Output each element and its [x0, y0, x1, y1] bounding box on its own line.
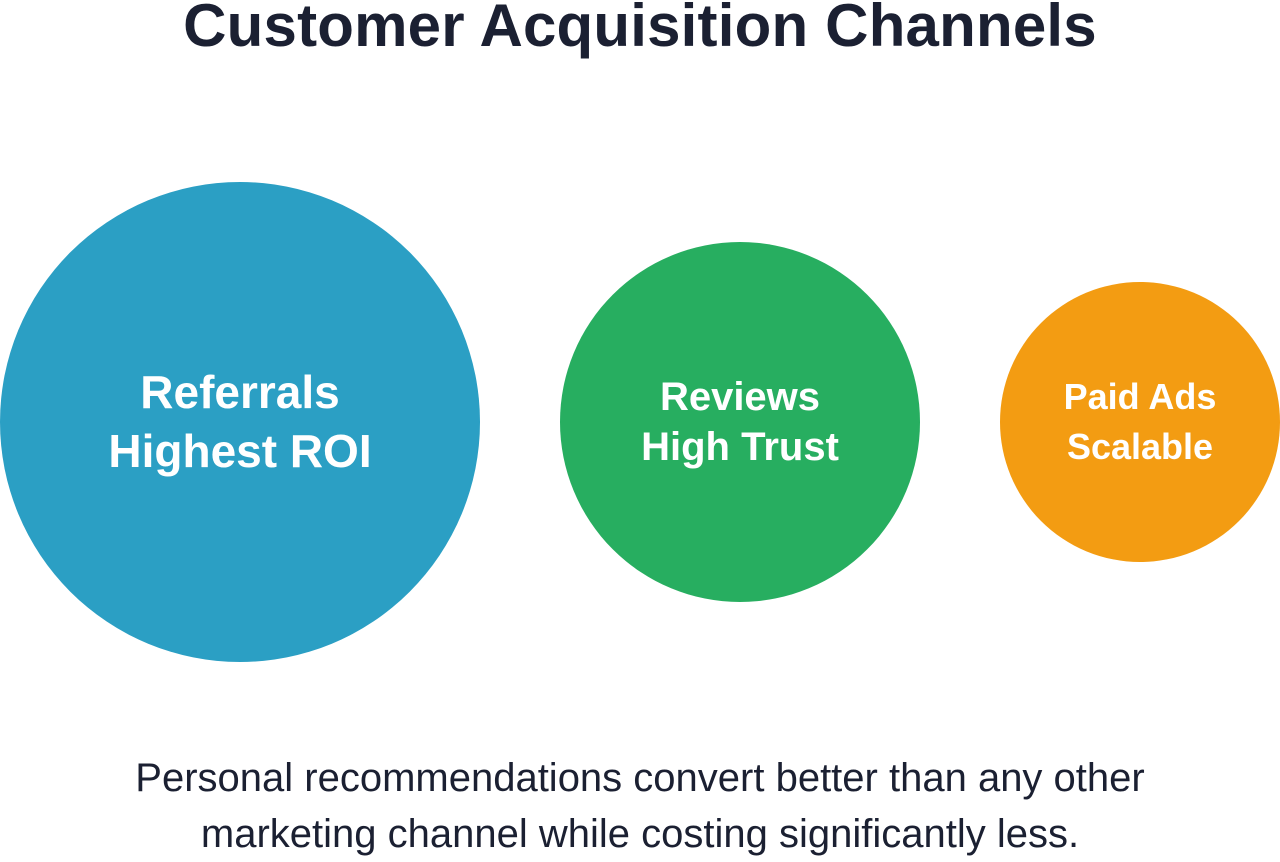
caption-line-2: marketing channel while costing signific… — [200, 812, 1080, 856]
diagram-title: Customer Acquisition Channels — [183, 0, 1097, 59]
caption-text: Personal recommendations convert better … — [0, 750, 1280, 862]
channel-name: Referrals — [140, 366, 340, 418]
channel-circle-referrals: Referrals Highest ROI — [0, 182, 480, 662]
channel-name: Reviews — [659, 375, 821, 419]
channel-note: Highest ROI — [108, 425, 372, 477]
channel-circle-paid-ads: Paid Ads Scalable — [1000, 282, 1280, 562]
channel-name: Paid Ads — [1063, 376, 1217, 417]
channel-note: High Trust — [641, 425, 839, 469]
caption-line-1: Personal recommendations convert better … — [135, 756, 1145, 800]
channel-circle-reviews: Reviews High Trust — [560, 242, 920, 602]
channel-note: Scalable — [1066, 426, 1214, 467]
